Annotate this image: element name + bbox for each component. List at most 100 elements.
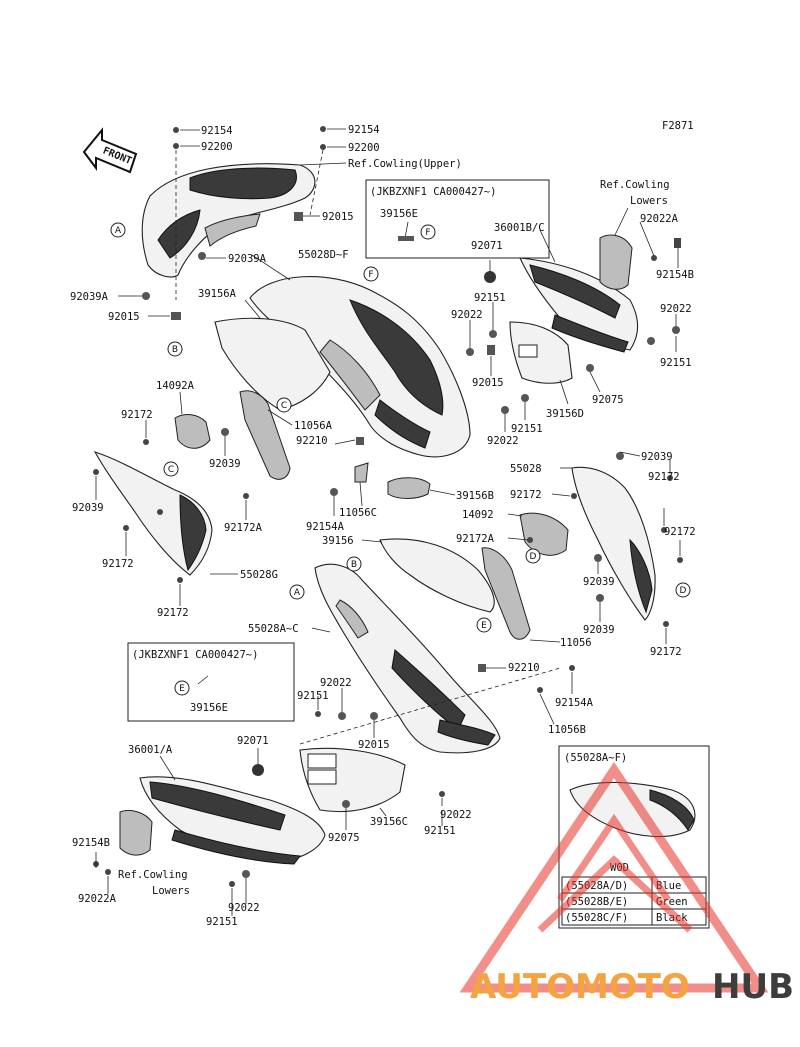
box-bottom-part: 39156E [190, 702, 228, 714]
callout-C1: C [276, 397, 292, 413]
svg-text:F: F [425, 228, 430, 238]
svg-text:D: D [680, 586, 687, 596]
label-11056: 11056 [560, 637, 592, 649]
box-bottom-title: (JKBZXNF1 CA000427~) [132, 649, 258, 661]
variant-box-top: (JKBZXNF1 CA000427~) 39156E F [365, 179, 550, 259]
watermark-logo-icon [459, 761, 769, 993]
label-92039: 92039 [72, 502, 104, 514]
label-ref-cowling-lowers: Ref.Cowling [118, 869, 188, 881]
svg-text:C: C [281, 401, 287, 411]
label-92172a: 92172A [456, 533, 495, 545]
label-92075: 92075 [328, 832, 360, 844]
callout-F-box [420, 224, 436, 240]
label-92015: 92015 [108, 311, 140, 323]
panel-39156 [379, 538, 495, 613]
svg-text:A: A [294, 588, 301, 598]
label-92154b: 92154B [656, 269, 694, 281]
label-92015: 92015 [322, 211, 354, 223]
label-92200: 92200 [348, 142, 380, 154]
watermark-text-part1: AUTOMOTO [470, 967, 690, 1007]
label-92071: 92071 [237, 735, 269, 747]
variant-box-bottom: (JKBZXNF1 CA000427~) E 39156E [127, 642, 295, 722]
part-labels: 92154 92200 92154 92200 Ref.Cowling(Uppe… [70, 124, 696, 928]
label-92151: 92151 [474, 292, 506, 304]
label-lowers: Lowers [630, 195, 668, 207]
upper-cowling-part [141, 163, 316, 278]
inset-title: (55028A~F) [564, 752, 627, 764]
panel-39156a [214, 317, 331, 411]
label-92022: 92022 [487, 435, 519, 447]
label-92075: 92075 [592, 394, 624, 406]
color-inset: (55028A~F) W0D (55028A/D) Blue (55028B/E… [558, 745, 710, 929]
label-92154a: 92154A [555, 697, 594, 709]
label-lowers: Lowers [152, 885, 190, 897]
callout-D1: D [525, 548, 541, 564]
label-39156b: 39156B [456, 490, 494, 502]
label-92172: 92172 [102, 558, 134, 570]
label-92022: 92022 [451, 309, 483, 321]
label-92151: 92151 [660, 357, 692, 369]
callout-F1: F [363, 266, 379, 282]
label-36001-a: 36001/A [128, 744, 173, 756]
label-39156c: 39156C [370, 816, 408, 828]
label-92151: 92151 [206, 916, 238, 928]
box-top-title: (JKBZXNF1 CA000427~) [370, 186, 496, 198]
label-36001b-c: 36001B/C [494, 222, 545, 234]
inset-row-2-part: (55028B/E) [565, 896, 628, 908]
center-small-parts [330, 437, 431, 499]
label-92071: 92071 [471, 240, 503, 252]
side-cover-55028g [93, 451, 213, 576]
label-92200: 92200 [201, 141, 233, 153]
lower-fasteners [299, 664, 575, 745]
label-92022: 92022 [440, 809, 472, 821]
duct-36001a-part [139, 776, 326, 865]
label-55028: 55028 [510, 463, 542, 475]
callout-C2: C [163, 461, 179, 477]
svg-text:B: B [351, 560, 357, 570]
callout-E1: E [476, 617, 492, 633]
label-92172: 92172 [664, 526, 696, 538]
right-washers [466, 271, 680, 414]
inset-row-3-part: (55028C/F) [565, 912, 628, 924]
label-92039: 92039 [641, 451, 673, 463]
label-92039: 92039 [209, 458, 241, 470]
front-arrow-icon: FRONT [82, 127, 138, 174]
label-92154: 92154 [201, 125, 233, 137]
label-ref-cowling-lowers: Ref.Cowling [600, 179, 670, 191]
svg-text:E: E [481, 621, 487, 631]
label-92015: 92015 [358, 739, 390, 751]
lower-cowling-part [314, 563, 501, 754]
label-92172: 92172 [121, 409, 153, 421]
svg-text:A: A [115, 226, 122, 236]
label-39156a: 39156A [198, 288, 237, 300]
callout-A2: A [289, 584, 305, 600]
watermark-text-part2: HUB [712, 967, 794, 1007]
label-14092: 14092 [462, 509, 494, 521]
lowers-bracket-top [599, 234, 681, 290]
label-92172: 92172 [157, 607, 189, 619]
callout-E-box [174, 680, 190, 696]
bracket-11056a [239, 390, 291, 480]
label-92151: 92151 [424, 825, 456, 837]
callout-B2: B [346, 556, 362, 572]
inner-cowling-part [249, 276, 471, 458]
label-92210: 92210 [508, 662, 540, 674]
bracket-11056 [481, 547, 531, 640]
label-92154b: 92154B [72, 837, 110, 849]
upper-mid-fasteners [294, 126, 326, 221]
svg-text:D: D [530, 552, 537, 562]
svg-text:B: B [172, 345, 178, 355]
label-92210: 92210 [296, 435, 328, 447]
label-92154: 92154 [348, 124, 380, 136]
label-92022: 92022 [228, 902, 260, 914]
label-39156: 39156 [322, 535, 354, 547]
label-92154a: 92154A [306, 521, 345, 533]
mid-left-fasteners [93, 428, 249, 583]
label-92022: 92022 [320, 677, 352, 689]
label-55028g: 55028G [240, 569, 278, 581]
label-92039: 92039 [583, 624, 615, 636]
callout-B1: B [167, 341, 183, 357]
label-ref-cowling-upper: Ref.Cowling(Upper) [348, 158, 462, 170]
label-92022a: 92022A [78, 893, 117, 905]
